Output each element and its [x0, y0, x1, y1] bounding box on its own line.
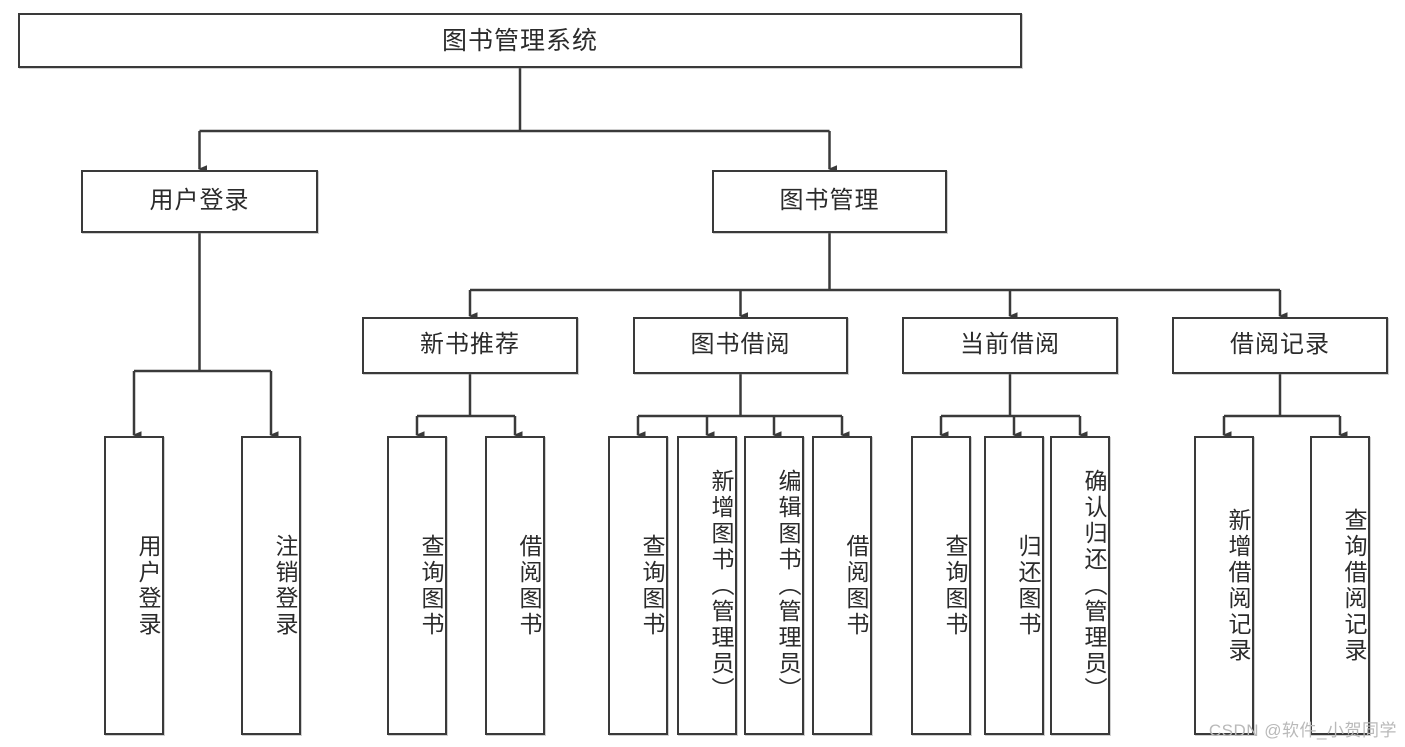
node-book-management-label: 图书管理	[779, 187, 880, 215]
node-leaf-query-book-current[interactable]: 查询图书	[911, 436, 971, 735]
node-leaf-edit-book[interactable]: 编辑图书（管理员）	[744, 436, 804, 735]
leaf-inner: 查询图书	[610, 438, 666, 733]
node-leaf-query-book-borrow-label: 查询图书	[639, 533, 665, 638]
leaf-inner: 借阅图书	[487, 438, 543, 733]
node-borrow-record-label: 借阅记录	[1230, 331, 1330, 359]
node-leaf-query-borrow-record-label: 查询借阅记录	[1341, 507, 1367, 664]
node-leaf-return-book[interactable]: 归还图书	[984, 436, 1044, 735]
leaf-inner: 新增借阅记录	[1196, 438, 1252, 733]
node-leaf-add-book[interactable]: 新增图书（管理员）	[677, 436, 737, 735]
node-user-login-label: 用户登录	[149, 187, 250, 215]
node-leaf-borrow-book-rec-label: 借阅图书	[516, 533, 542, 638]
leaf-inner: 新增图书（管理员）	[679, 438, 735, 733]
leaf-inner: 用户登录	[106, 438, 162, 733]
node-leaf-confirm-return[interactable]: 确认归还（管理员）	[1050, 436, 1110, 735]
node-leaf-query-borrow-record[interactable]: 查询借阅记录	[1310, 436, 1370, 735]
node-leaf-add-borrow-record-label: 新增借阅记录	[1225, 507, 1251, 664]
node-current-borrow-label: 当前借阅	[960, 331, 1060, 359]
node-book-borrow-label: 图书借阅	[690, 331, 791, 359]
node-user-login[interactable]: 用户登录	[81, 170, 318, 233]
leaf-inner: 确认归还（管理员）	[1052, 438, 1108, 733]
node-root[interactable]: 图书管理系统	[18, 13, 1022, 68]
leaf-inner: 查询借阅记录	[1312, 438, 1368, 733]
leaf-inner: 注销登录	[243, 438, 299, 733]
node-root-label: 图书管理系统	[441, 26, 598, 55]
node-leaf-borrow-book-rec[interactable]: 借阅图书	[485, 436, 545, 735]
leaf-inner: 编辑图书（管理员）	[746, 438, 802, 733]
node-leaf-query-book-borrow[interactable]: 查询图书	[608, 436, 668, 735]
node-leaf-add-borrow-record[interactable]: 新增借阅记录	[1194, 436, 1254, 735]
node-leaf-logout-login-label: 注销登录	[272, 533, 298, 638]
node-new-book-recommend[interactable]: 新书推荐	[362, 317, 578, 374]
node-leaf-query-book-rec-label: 查询图书	[418, 533, 444, 638]
node-borrow-record[interactable]: 借阅记录	[1172, 317, 1388, 374]
node-leaf-confirm-return-label: 确认归还（管理员）	[1081, 468, 1107, 703]
node-current-borrow[interactable]: 当前借阅	[902, 317, 1118, 374]
node-leaf-borrow-book-label: 借阅图书	[843, 533, 869, 638]
node-leaf-user-login[interactable]: 用户登录	[104, 436, 164, 735]
watermark: CSDN @软件_小贺同学	[1208, 721, 1397, 740]
node-leaf-return-book-label: 归还图书	[1015, 533, 1041, 638]
leaf-inner: 归还图书	[986, 438, 1042, 733]
node-leaf-logout-login[interactable]: 注销登录	[241, 436, 301, 735]
node-book-borrow[interactable]: 图书借阅	[633, 317, 848, 374]
node-leaf-user-login-label: 用户登录	[135, 533, 161, 638]
node-leaf-add-book-label: 新增图书（管理员）	[708, 468, 734, 703]
node-leaf-edit-book-label: 编辑图书（管理员）	[775, 468, 801, 703]
node-book-management[interactable]: 图书管理	[712, 170, 947, 233]
node-leaf-borrow-book[interactable]: 借阅图书	[812, 436, 872, 735]
leaf-inner: 查询图书	[913, 438, 969, 733]
leaf-inner: 查询图书	[389, 438, 445, 733]
node-new-book-recommend-label: 新书推荐	[420, 331, 520, 359]
node-leaf-query-book-rec[interactable]: 查询图书	[387, 436, 447, 735]
leaf-inner: 借阅图书	[814, 438, 870, 733]
node-leaf-query-book-current-label: 查询图书	[942, 533, 968, 638]
